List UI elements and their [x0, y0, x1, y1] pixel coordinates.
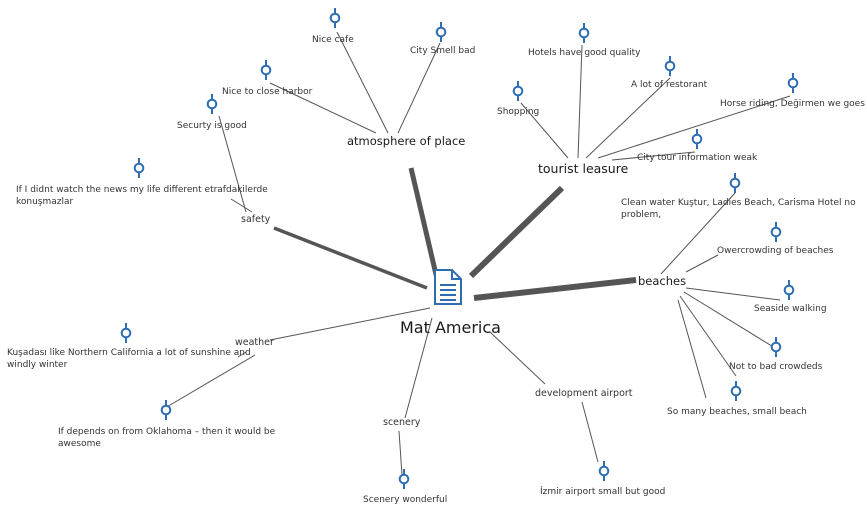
leaf-hotels-good-quality[interactable]: Hotels have good quality	[528, 48, 641, 58]
pin-icon[interactable]	[206, 94, 218, 118]
leaf-nice-cafe[interactable]: Nice cafe	[312, 35, 354, 45]
connector-line	[397, 42, 441, 134]
leaf-not-to-bad-crowdeds[interactable]: Not to bad crowdeds	[729, 362, 823, 372]
leaf-so-many-beaches[interactable]: So many beaches, small beach	[667, 407, 807, 417]
leaf-nice-to-close-harbor[interactable]: Nice to close harbor	[222, 87, 313, 97]
theme-scenery[interactable]: scenery	[383, 417, 421, 428]
leaf-news[interactable]: If I didnt watch the news my life differ…	[16, 185, 268, 208]
connector-line	[398, 430, 403, 476]
pin-icon[interactable]	[598, 461, 610, 485]
root-label[interactable]: Mat America	[400, 318, 501, 337]
leaf-securty-is-good[interactable]: Securty is good	[177, 121, 247, 131]
pin-icon[interactable]	[770, 337, 782, 361]
pin-icon[interactable]	[730, 381, 742, 405]
connector-line	[473, 277, 637, 301]
connector-line	[269, 82, 377, 134]
leaf-clean-water[interactable]: Clean water Kuştur, Ladies Beach, Carism…	[621, 198, 856, 221]
pin-icon[interactable]	[160, 400, 172, 424]
connector-line	[273, 226, 428, 290]
theme-atmosphere-of-place[interactable]: atmosphere of place	[347, 134, 466, 148]
theme-weather[interactable]: weather	[235, 337, 274, 348]
connector-line	[597, 95, 791, 159]
connector-line	[489, 331, 546, 385]
pin-icon[interactable]	[664, 56, 676, 80]
leaf-a-lot-of-restorant[interactable]: A lot of restorant	[631, 80, 708, 90]
pin-icon[interactable]	[133, 158, 145, 182]
pin-icon[interactable]	[729, 173, 741, 197]
leaf-oklahoma[interactable]: If depends on from Oklahoma – then it wo…	[58, 427, 276, 450]
theme-development-airport[interactable]: development airport	[535, 388, 633, 399]
pin-icon[interactable]	[578, 23, 590, 47]
connector-line	[660, 192, 736, 275]
theme-beaches[interactable]: beaches	[638, 274, 687, 288]
pin-icon[interactable]	[770, 222, 782, 246]
leaf-kusadasi[interactable]: Kuşadası like Northern California a lot …	[7, 348, 251, 371]
leaf-seaside-walking[interactable]: Seaside walking	[754, 304, 827, 314]
connector-line	[577, 44, 583, 159]
connector-line	[685, 254, 719, 273]
pin-icon[interactable]	[787, 73, 799, 97]
leaf-izmir-airport[interactable]: İzmir airport small but good	[540, 487, 666, 497]
connector-line	[585, 77, 671, 159]
leaf-horse-riding[interactable]: Horse riding, Değirmen we goes	[720, 99, 865, 109]
pin-icon[interactable]	[329, 8, 341, 32]
leaf-overcrowding[interactable]: Owercrowding of beaches	[717, 246, 834, 256]
pin-icon[interactable]	[120, 323, 132, 347]
leaf-city-smell-bad[interactable]: City Smell bad	[410, 46, 476, 56]
connector-line	[685, 287, 781, 301]
pin-icon[interactable]	[398, 469, 410, 493]
connector-line	[164, 354, 256, 409]
connector-line	[404, 317, 433, 419]
connector-line	[520, 102, 569, 159]
connector-line	[677, 299, 707, 399]
connector-line	[611, 151, 696, 161]
connector-line	[408, 167, 441, 284]
theme-safety[interactable]: safety	[241, 214, 271, 225]
connector-line	[581, 401, 599, 463]
leaf-shopping[interactable]: Shopping	[497, 107, 540, 117]
connector-line	[230, 198, 253, 213]
connector-line	[468, 185, 565, 279]
connector-line	[336, 31, 389, 134]
document-icon[interactable]	[433, 268, 463, 306]
connector-line	[683, 291, 776, 349]
connector-line	[237, 351, 247, 358]
leaf-city-tour-information[interactable]: City tour information weak	[637, 153, 758, 163]
pin-icon[interactable]	[783, 280, 795, 304]
connector-line	[269, 307, 431, 341]
pin-icon[interactable]	[260, 60, 272, 84]
pin-icon[interactable]	[512, 81, 524, 105]
leaf-scenery-wonderful[interactable]: Scenery wonderful	[363, 495, 448, 505]
pin-icon[interactable]	[435, 22, 447, 46]
theme-tourist-leasure[interactable]: tourist leasure	[538, 161, 629, 176]
connector-line	[218, 115, 247, 213]
connector-line	[679, 295, 737, 377]
pin-icon[interactable]	[691, 129, 703, 153]
